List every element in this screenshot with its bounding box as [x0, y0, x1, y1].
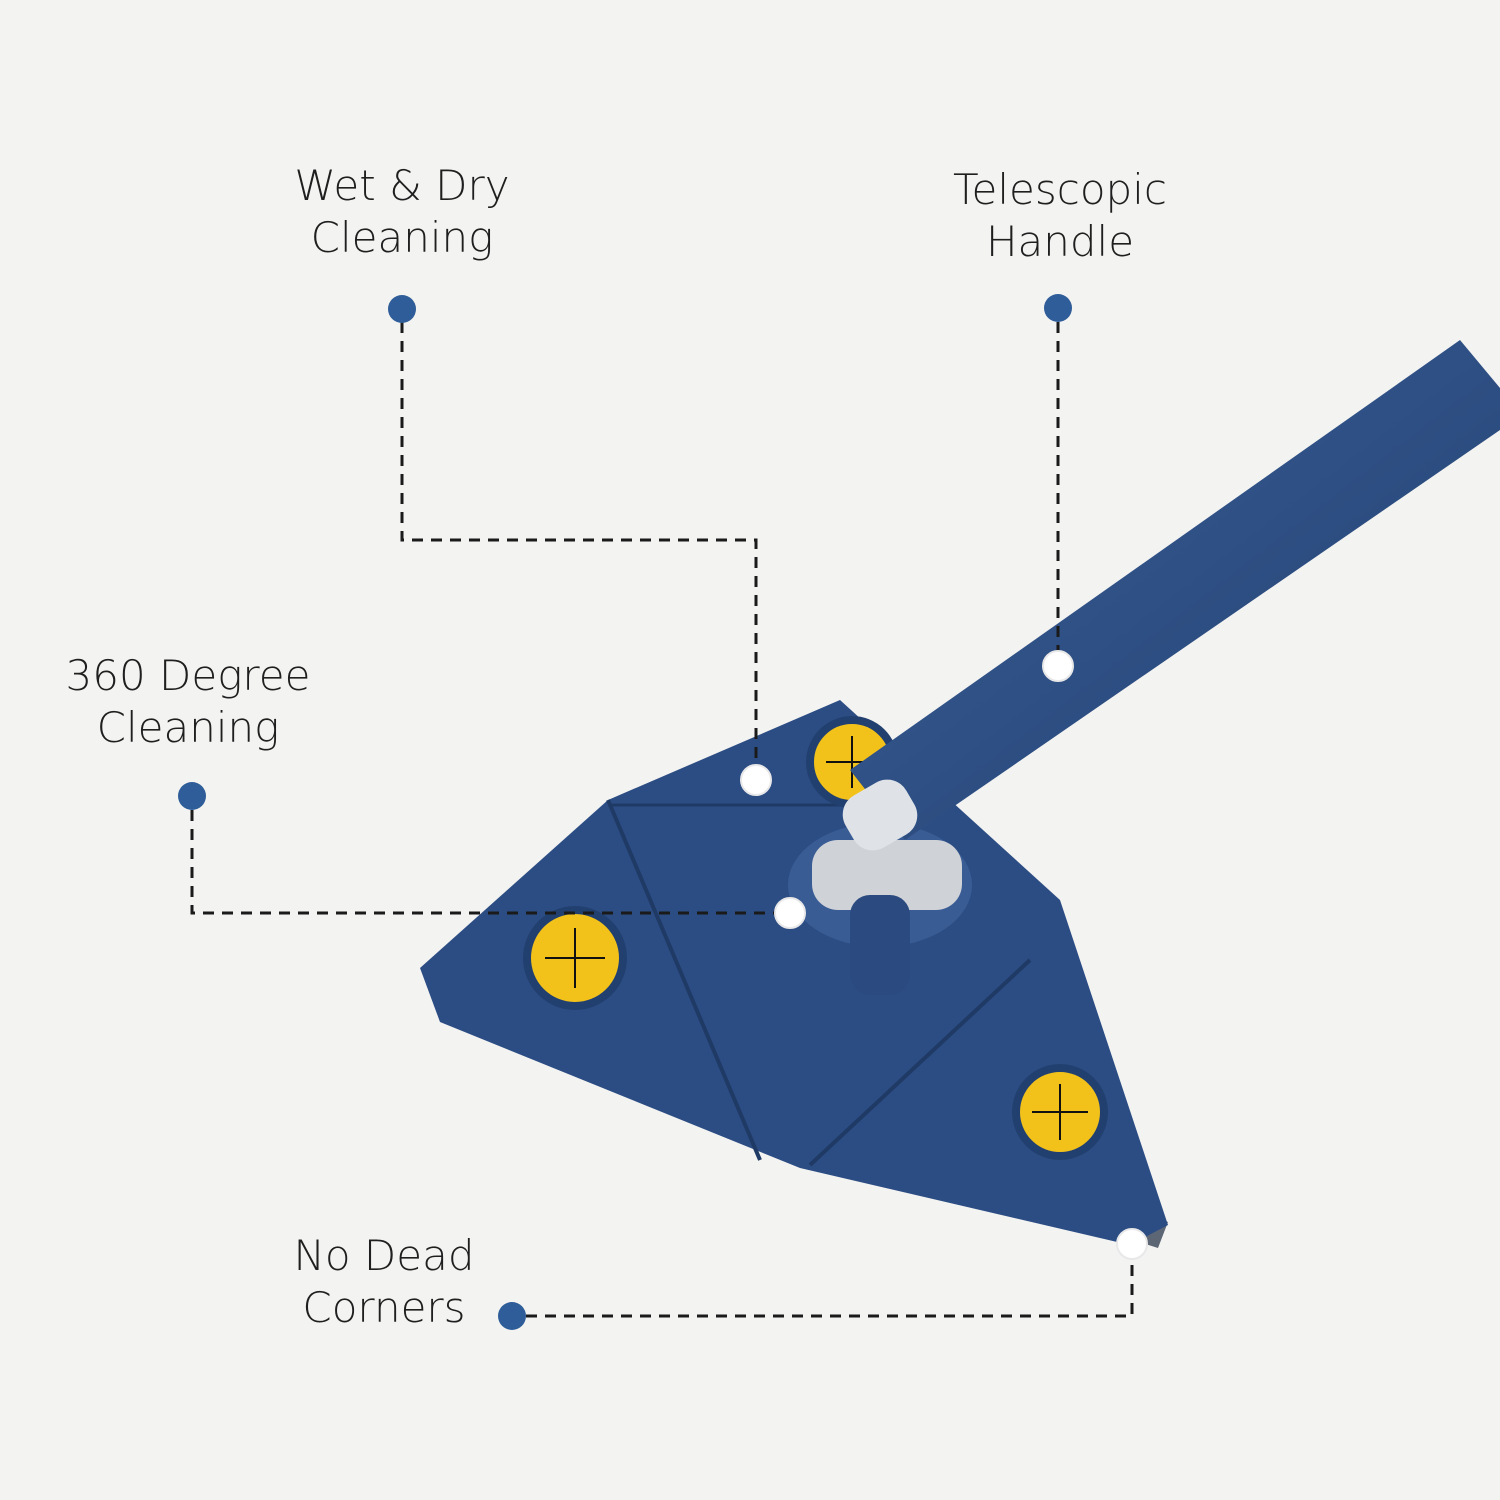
mop-head: [420, 700, 1168, 1245]
target-dot-icon: [1042, 650, 1074, 682]
target-dot-icon: [1116, 1228, 1148, 1260]
callout-label-line: No Dead: [293, 1231, 475, 1280]
callout-label-telescopic: Telescopic Handle: [920, 164, 1200, 268]
callout-dot-icon: [388, 295, 416, 323]
swivel-joint: [788, 823, 972, 995]
callout-label-line: 360 Degree: [65, 651, 311, 700]
callout-label-line: Handle: [985, 217, 1135, 266]
callout-label-line: Wet & Dry: [294, 161, 510, 210]
callout-label-line: Telescopic: [953, 165, 1167, 214]
callout-label-360: 360 Degree Cleaning: [48, 650, 328, 754]
callout-label-line: Cleaning: [96, 703, 280, 752]
target-dot-icon: [774, 897, 806, 929]
callout-dot-icon: [178, 782, 206, 810]
callout-label-no-dead-corners: No Dead Corners: [244, 1230, 524, 1334]
triangle-mop-image: [420, 340, 1500, 1248]
telescopic-handle: [850, 340, 1500, 840]
callout-line-360: [190, 810, 790, 915]
callout-line-no-dead: [526, 1255, 1134, 1318]
callout-label-line: Corners: [302, 1283, 466, 1332]
callout-label-wet-dry: Wet & Dry Cleaning: [262, 160, 542, 264]
callout-label-line: Cleaning: [310, 213, 494, 262]
callout-dot-icon: [498, 1302, 526, 1330]
target-dot-icon: [740, 764, 772, 796]
accent-disc: [1012, 1064, 1108, 1160]
callout-line-wet-dry: [400, 322, 758, 765]
callout-dot-icon: [1044, 294, 1072, 322]
accent-disc: [523, 906, 627, 1010]
